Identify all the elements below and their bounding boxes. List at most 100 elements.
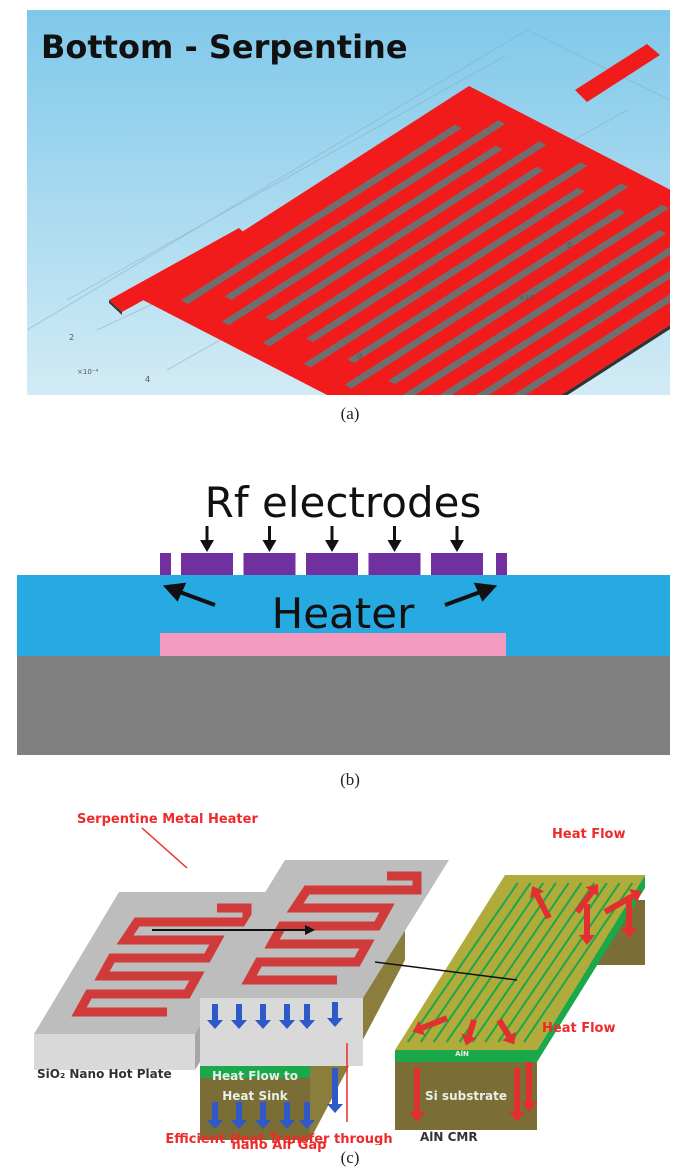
red-arrowhead bbox=[579, 935, 595, 945]
serpentine-body bbox=[139, 86, 700, 466]
rf-electrodes bbox=[160, 553, 507, 575]
hot-plate-front bbox=[34, 1034, 195, 1070]
heater-layer bbox=[160, 633, 506, 656]
blue-arrow-shaft bbox=[304, 1102, 310, 1120]
label-efficient-transfer-2: nano Air Gap bbox=[231, 1138, 327, 1153]
blue-arrowhead bbox=[279, 1020, 295, 1029]
lead-edge bbox=[109, 300, 122, 315]
electrode-edge-right bbox=[496, 553, 507, 575]
cmr-finger bbox=[471, 882, 583, 1043]
arrow-right bbox=[444, 589, 484, 607]
red-arrow-shaft bbox=[534, 893, 552, 920]
label-aln: AlN bbox=[455, 1050, 469, 1058]
blue-arrow-shaft bbox=[304, 1004, 310, 1020]
arrowhead-left bbox=[162, 582, 187, 602]
axis-exp-right: ×10⁻⁴ bbox=[519, 294, 540, 302]
substrate-layer bbox=[17, 656, 670, 755]
red-arrowhead bbox=[529, 886, 545, 899]
electrode-arrows bbox=[200, 526, 464, 552]
serpentine-gap bbox=[180, 124, 462, 305]
electrode-arrowhead bbox=[262, 540, 277, 552]
label-si-substrate: Si substrate bbox=[425, 1089, 507, 1103]
blue-arrowhead bbox=[207, 1120, 223, 1129]
arrow-left bbox=[176, 589, 216, 607]
rf-electrode bbox=[431, 553, 483, 575]
red-arrow-shaft bbox=[496, 1018, 512, 1038]
blue-arrowhead bbox=[327, 1104, 343, 1113]
rf-electrodes-label: Rf electrodes bbox=[205, 478, 482, 527]
label-aln-cmr: AlN CMR bbox=[420, 1130, 478, 1144]
serpentine-gap bbox=[306, 162, 588, 343]
panel-c: Serpentine Metal Heater SiO₂ Nano Hot Pl… bbox=[17, 800, 677, 1153]
rf-electrode bbox=[368, 553, 421, 575]
electrode-arrowhead bbox=[450, 540, 464, 552]
transfer-arrow-2 bbox=[374, 961, 518, 981]
heat-sink-green-layer bbox=[200, 1066, 310, 1078]
panel-a: Bottom - Serpentine 2 ×10⁻⁴ 4 0 0 ×10⁻⁴ bbox=[26, 10, 700, 466]
caption-b: (b) bbox=[340, 770, 360, 789]
red-arrow-shaft bbox=[466, 1019, 477, 1037]
blue-arrowhead bbox=[279, 1120, 295, 1129]
red-arrowhead bbox=[509, 1112, 525, 1122]
rf-electrode bbox=[306, 553, 358, 575]
heat-spread-arrows bbox=[162, 582, 498, 607]
label-serpentine-heater: Serpentine Metal Heater bbox=[77, 812, 258, 827]
serpentine-gap bbox=[385, 229, 667, 410]
blue-arrowhead bbox=[255, 1020, 271, 1029]
electrode-arrowhead bbox=[200, 540, 214, 552]
blue-arrow-shaft bbox=[284, 1004, 290, 1020]
axis-label-right: 0 bbox=[567, 241, 572, 250]
blue-arrowhead bbox=[231, 1020, 247, 1029]
cmr-finger bbox=[407, 882, 519, 1043]
blue-arrow-shaft bbox=[236, 1102, 242, 1120]
red-arrowhead bbox=[461, 1033, 477, 1046]
panel-a-title: Bottom - Serpentine bbox=[41, 28, 408, 66]
axis-label-left: 2 bbox=[69, 333, 74, 342]
heat-sink-front bbox=[200, 1078, 310, 1140]
serpentine-gap bbox=[426, 251, 700, 431]
serpentine-gap bbox=[224, 120, 506, 300]
cmr-finger bbox=[458, 882, 570, 1043]
blue-arrowhead bbox=[299, 1020, 315, 1029]
label-heat-flow-top: Heat Flow bbox=[552, 827, 626, 842]
serpentine-gap bbox=[265, 141, 547, 321]
red-arrowhead bbox=[412, 1020, 425, 1036]
serpentine-gap bbox=[221, 145, 503, 326]
red-arrowhead bbox=[621, 928, 637, 938]
pointer-serpentine bbox=[141, 827, 188, 869]
blue-arrowhead bbox=[299, 1120, 315, 1129]
serpentine-gap bbox=[428, 227, 700, 406]
caption-c: (c) bbox=[340, 1148, 360, 1167]
red-arrow-shaft bbox=[420, 1015, 449, 1031]
panel-b: Rf electrodes Heater bbox=[17, 440, 670, 755]
cmr-finger bbox=[510, 882, 621, 1043]
mid-plate-front bbox=[200, 998, 363, 1066]
serpentine-trace-mid bbox=[241, 871, 422, 985]
electrode-arrowhead bbox=[325, 540, 339, 552]
aln-layer bbox=[395, 1050, 537, 1062]
serpentine-gap bbox=[347, 183, 629, 364]
si-substrate-block bbox=[395, 1062, 537, 1130]
cmr-finger bbox=[419, 882, 532, 1043]
label-heat-flow-right: Heat Flow bbox=[542, 1021, 616, 1036]
label-efficient-transfer-1: Efficient Heat Transfer through bbox=[165, 1132, 392, 1145]
blue-arrow-shaft bbox=[260, 1102, 266, 1120]
blue-arrow-shaft bbox=[332, 1068, 338, 1104]
aln-cmr bbox=[395, 875, 645, 1130]
cross-section-diagram: Rf electrodes Heater bbox=[17, 440, 670, 755]
blue-arrow-shaft bbox=[260, 1004, 266, 1020]
red-arrowhead bbox=[502, 1031, 516, 1045]
axis-label-bottom: 4 bbox=[145, 375, 150, 384]
heater-label: Heater bbox=[272, 589, 415, 638]
serpentine-gap bbox=[303, 187, 585, 368]
electrode-arrowhead bbox=[387, 540, 402, 552]
label-heat-sink: Heat Sink bbox=[222, 1089, 288, 1103]
arrowhead-right bbox=[473, 582, 498, 602]
red-arrow-shaft bbox=[574, 890, 595, 914]
cmr-finger bbox=[432, 882, 545, 1043]
blue-arrowhead bbox=[327, 1018, 343, 1027]
red-arrowhead bbox=[585, 884, 599, 897]
serpentine-gap bbox=[344, 208, 626, 389]
axis-exp-left: ×10⁻⁴ bbox=[77, 368, 98, 376]
red-arrowhead bbox=[629, 889, 642, 903]
